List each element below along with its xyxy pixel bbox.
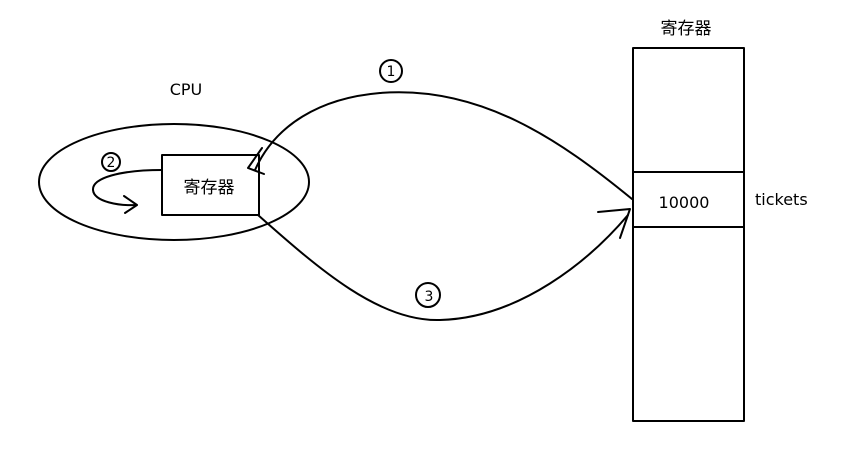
cpu-register-label: 寄存器 [184, 178, 235, 198]
memory-title: 寄存器 [661, 19, 712, 39]
step3-arrowhead [597, 208, 631, 239]
step1-load-arrow [254, 91, 633, 200]
memory-cell-label: tickets [755, 190, 808, 209]
step2-modify-arrow [92, 169, 163, 207]
step2-arrowhead [123, 195, 138, 214]
step3-store-arrow [257, 214, 629, 322]
step1-marker: 1 [387, 64, 396, 80]
step3-marker: 3 [425, 289, 434, 305]
memory-column [632, 47, 745, 422]
step3-marker-circle [415, 282, 441, 308]
memory-cell-value: 10000 [659, 193, 710, 212]
cpu-register-box [161, 154, 260, 216]
step1-marker-circle [379, 59, 403, 83]
step2-marker-circle [101, 152, 121, 172]
cpu-ellipse [38, 123, 310, 241]
cpu-label: CPU [170, 80, 203, 99]
step1-arrowhead [247, 147, 265, 175]
step2-marker: 2 [107, 155, 116, 171]
